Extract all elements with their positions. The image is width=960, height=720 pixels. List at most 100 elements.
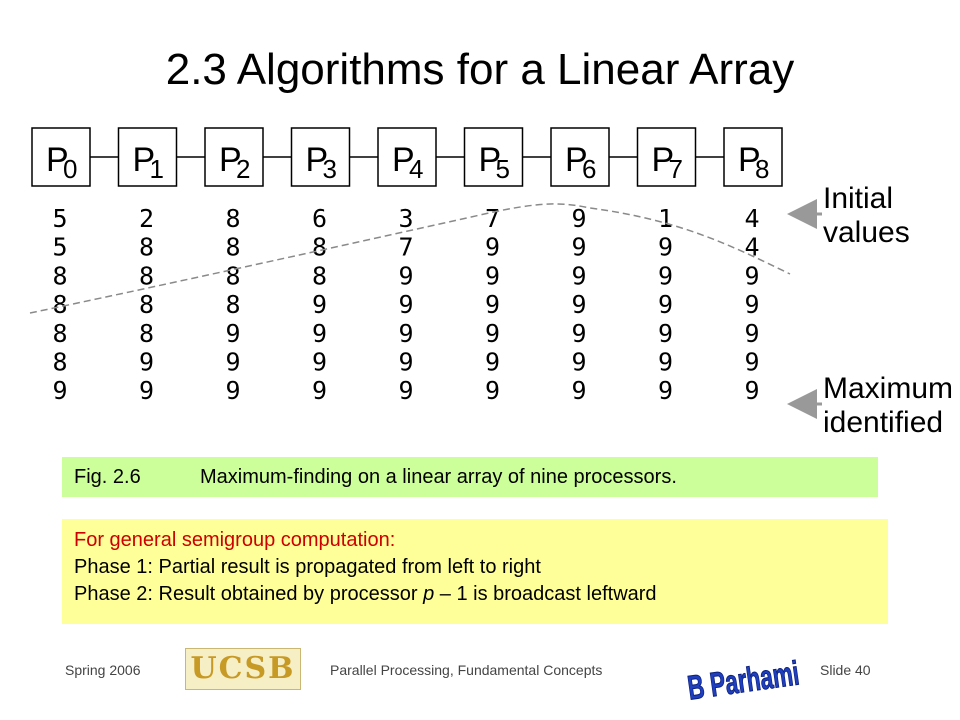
value-cell: 9 — [485, 233, 500, 262]
note-heading: For general semigroup computation: — [74, 529, 396, 551]
processor-label-1: P — [133, 141, 156, 179]
value-cell: 7 — [485, 204, 500, 233]
processor-box-1 — [117, 127, 178, 187]
value-cell: 8 — [225, 233, 240, 262]
value-cell: 9 — [571, 290, 586, 319]
value-cell: 4 — [744, 204, 759, 233]
value-cell: 8 — [312, 261, 327, 290]
processor-label-6: P — [565, 141, 588, 179]
value-cell: 9 — [225, 376, 240, 405]
value-cell: 8 — [139, 319, 154, 348]
value-cell: 9 — [658, 233, 673, 262]
ucsb-logo: UCSB — [185, 648, 301, 690]
value-cell: 9 — [225, 319, 240, 348]
value-cell: 9 — [744, 319, 759, 348]
processor-label-2: P — [219, 141, 242, 179]
value-cell: 9 — [312, 376, 327, 405]
value-cell: 9 — [744, 376, 759, 405]
processor-label-0: P — [46, 141, 69, 179]
signature-text: B Parhami — [685, 654, 801, 703]
processor-box-0 — [31, 127, 91, 187]
value-cell: 9 — [485, 376, 500, 405]
processor-box-8 — [723, 127, 783, 187]
processor-subscript-2: 2 — [236, 154, 250, 184]
processor-box-6 — [550, 127, 610, 187]
processor-subscript-3: 3 — [323, 154, 337, 184]
value-cell: 9 — [485, 348, 500, 377]
processor-label-8: P — [738, 141, 761, 179]
value-cell: 9 — [658, 290, 673, 319]
processor-box-7 — [636, 127, 697, 187]
value-cell: 9 — [571, 204, 586, 233]
value-cell: 9 — [485, 319, 500, 348]
value-cell: 5 — [52, 204, 67, 233]
value-cell: 8 — [52, 319, 67, 348]
value-cell: 9 — [571, 261, 586, 290]
value-cell: 8 — [139, 233, 154, 262]
processor-subscript-4: 4 — [409, 154, 423, 184]
value-cell: 8 — [312, 233, 327, 262]
value-cell: 6 — [312, 204, 327, 233]
value-cell: 8 — [52, 261, 67, 290]
value-cell: 1 — [658, 204, 673, 233]
value-cell: 9 — [398, 376, 413, 405]
initial-values-curve — [29, 203, 791, 314]
processor-box-4 — [377, 127, 437, 187]
maximum-identified-label: Maximum identified — [823, 372, 954, 439]
value-cell: 9 — [658, 319, 673, 348]
value-cell: 8 — [52, 348, 67, 377]
value-cell: 2 — [139, 204, 154, 233]
value-cell: 9 — [225, 348, 240, 377]
processor-subscript-7: 7 — [669, 154, 683, 184]
value-cell: 9 — [571, 233, 586, 262]
processor-box-3 — [290, 127, 351, 187]
value-cell: 9 — [398, 319, 413, 348]
figure-caption: Fig. 2.6 Maximum-finding on a linear arra… — [62, 457, 878, 497]
value-cell: 9 — [139, 348, 154, 377]
note-phase-2: Phase 2: Result obtained by processor p … — [74, 583, 657, 605]
value-cell: 9 — [658, 376, 673, 405]
value-cell: 9 — [744, 290, 759, 319]
value-cell: 8 — [139, 261, 154, 290]
processor-box-2 — [204, 127, 264, 187]
value-cell: 9 — [52, 376, 67, 405]
value-cell: 9 — [571, 348, 586, 377]
value-cell: 9 — [744, 348, 759, 377]
author-signature-logo: B Parhami — [685, 654, 802, 703]
value-cell: 9 — [658, 261, 673, 290]
value-cell: 8 — [225, 204, 240, 233]
footer-date: Spring 2006 — [65, 662, 141, 678]
processor-subscript-6: 6 — [582, 154, 596, 184]
value-cell: 3 — [398, 204, 413, 233]
slide-title: 2.3 Algorithms for a Linear Array — [165, 45, 795, 94]
value-cell: 5 — [52, 233, 67, 262]
semigroup-note: For general semigroup computation: Phase… — [62, 519, 888, 624]
value-cell: 9 — [571, 376, 586, 405]
processor-subscript-1: 1 — [150, 154, 164, 184]
value-cell: 8 — [52, 290, 67, 319]
value-cell: 9 — [571, 319, 586, 348]
processor-label-3: P — [306, 141, 329, 179]
value-cell: 9 — [398, 290, 413, 319]
footer-course-title: Parallel Processing, Fundamental Concept… — [330, 662, 603, 678]
value-cell: 9 — [744, 261, 759, 290]
processor-subscript-8: 8 — [755, 154, 769, 184]
value-cell: 8 — [139, 290, 154, 319]
value-cell: 9 — [658, 348, 673, 377]
value-cell: 4 — [744, 233, 759, 262]
value-cell: 9 — [398, 261, 413, 290]
initial-values-label: Initial values — [823, 182, 910, 249]
note-phase-1: Phase 1: Partial result is propagated fr… — [74, 556, 541, 578]
processor-subscript-5: 5 — [496, 154, 510, 184]
figure-number: Fig. 2.6 — [74, 466, 141, 488]
value-cell: 9 — [312, 348, 327, 377]
value-cell: 8 — [225, 290, 240, 319]
value-cell: 9 — [398, 348, 413, 377]
figure-caption-text: Maximum-finding on a linear array of nin… — [200, 466, 677, 488]
processor-label-5: P — [479, 141, 502, 179]
value-cell: 9 — [312, 319, 327, 348]
value-cell: 9 — [139, 376, 154, 405]
value-cell: 9 — [485, 290, 500, 319]
footer-slide-number: Slide 40 — [820, 662, 871, 678]
